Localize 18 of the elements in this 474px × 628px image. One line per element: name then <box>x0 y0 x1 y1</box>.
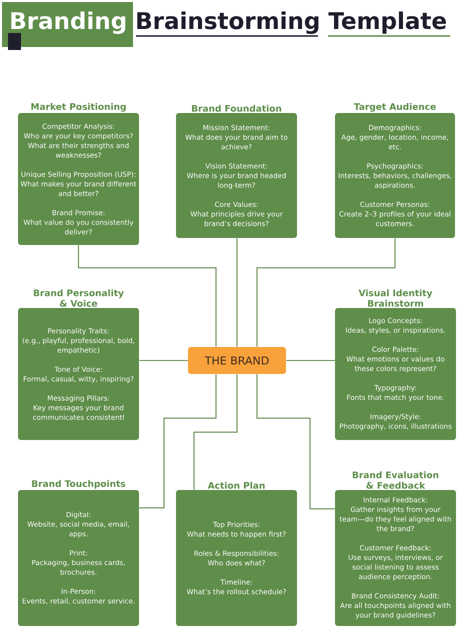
connector-line <box>286 360 335 362</box>
box-heading: Action Plan <box>208 482 265 489</box>
connector-line <box>139 374 217 508</box>
box-heading: Target Audience <box>354 103 436 112</box>
title-text: Branding Brainstorming Template <box>11 12 446 34</box>
connector-line <box>256 238 396 347</box>
box-heading: Brand Foundation <box>192 104 282 112</box>
box-heading: Brand Personality & Voice <box>34 289 124 307</box>
connector-line <box>236 238 238 347</box>
box-heading: Brand Touchpoints <box>32 480 126 489</box>
connector-line <box>256 374 335 510</box>
connector-line <box>139 360 188 362</box>
box-heading: Market Positioning <box>31 103 126 112</box>
box-heading: Visual Identity Brainstorm <box>358 289 432 307</box>
box-heading: Brand Evaluation & Feedback <box>352 471 438 489</box>
center-box: THE BRAND <box>188 347 286 374</box>
connector-line <box>193 374 238 490</box>
connector-line <box>78 245 217 347</box>
